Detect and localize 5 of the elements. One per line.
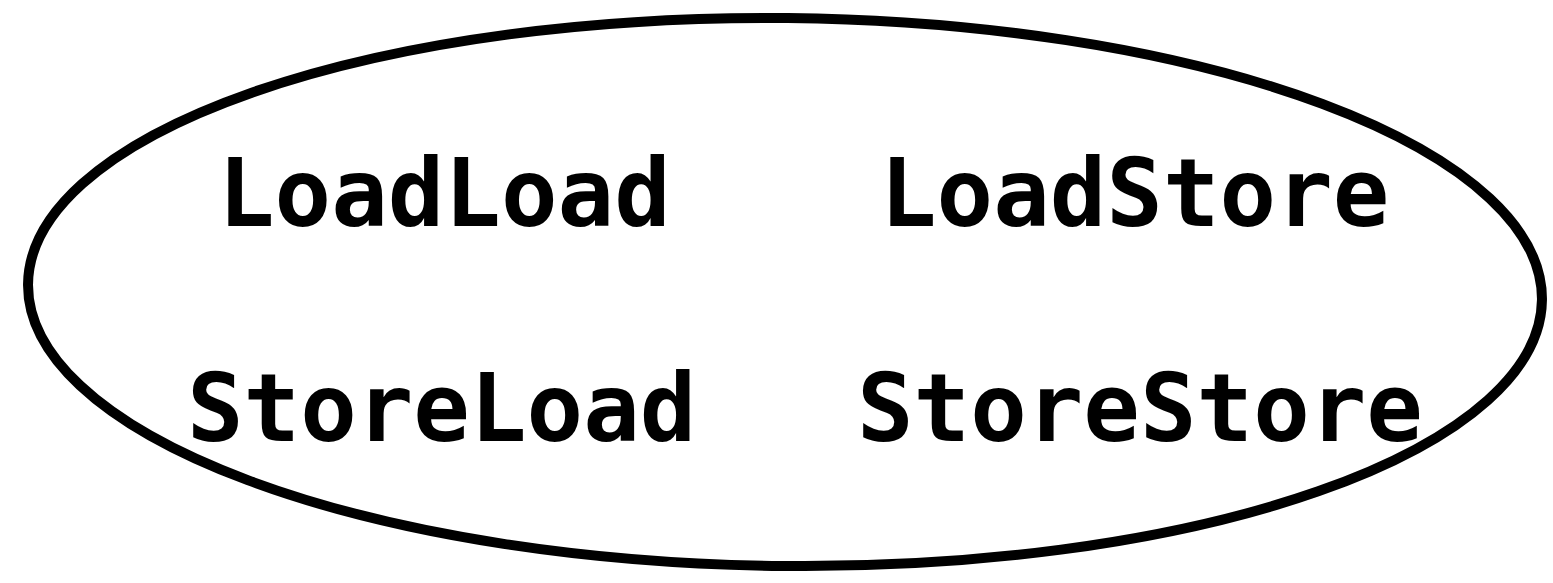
node-text: LoadStore (880, 147, 1390, 241)
node-text: StoreLoad (187, 362, 697, 456)
node-text: LoadLoad (218, 147, 671, 241)
ellipse-node (22, 12, 1548, 572)
node-text: StoreStore (857, 362, 1423, 456)
